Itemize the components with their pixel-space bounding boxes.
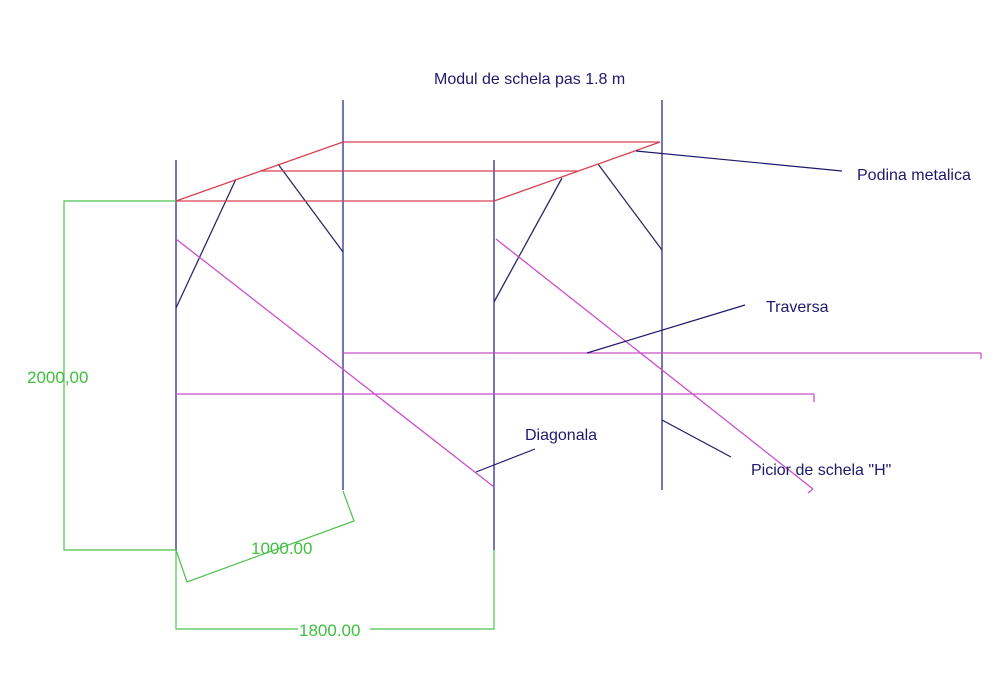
- label-podina-metalica: Podina metalica: [857, 167, 971, 184]
- brace: [277, 163, 344, 253]
- label-picior-schela-h: Picior de schela "H": [751, 462, 891, 479]
- dimension-height-value: 2000,00: [27, 368, 88, 387]
- brace: [597, 163, 663, 251]
- dimension-width-value: 1800.00: [299, 621, 360, 640]
- leader-lines: [475, 150, 843, 473]
- diagram-title: Modul de schela pas 1.8 m: [434, 71, 625, 88]
- traverses: [176, 352, 982, 402]
- dimension-depth: [175, 490, 355, 583]
- frame-braces: [175, 163, 663, 309]
- deck-left-side: [175, 141, 344, 202]
- diagonal-right-tick: [807, 488, 814, 494]
- diagonals: [175, 238, 814, 494]
- leader-podina: [635, 150, 843, 172]
- dimension-line-depth: [175, 490, 355, 583]
- metal-deck: [175, 141, 661, 202]
- label-traversa: Traversa: [766, 299, 829, 316]
- dimension-line-height: [63, 200, 176, 551]
- diagonal-left: [175, 238, 495, 488]
- leader-diagonala: [475, 448, 536, 473]
- dimension-line-width: [175, 550, 495, 630]
- leader-picior: [661, 419, 732, 458]
- dimension-depth-value: 1000.00: [251, 539, 312, 558]
- label-diagonala: Diagonala: [525, 427, 597, 444]
- dimension-width-mask: [298, 619, 370, 635]
- leader-traversa: [586, 304, 746, 354]
- dimension-width: [175, 550, 495, 630]
- diagonal-right: [495, 238, 814, 490]
- scaffold-posts: [175, 100, 663, 550]
- dimension-height: [63, 200, 176, 551]
- brace: [493, 177, 563, 303]
- deck-right-side: [493, 141, 661, 202]
